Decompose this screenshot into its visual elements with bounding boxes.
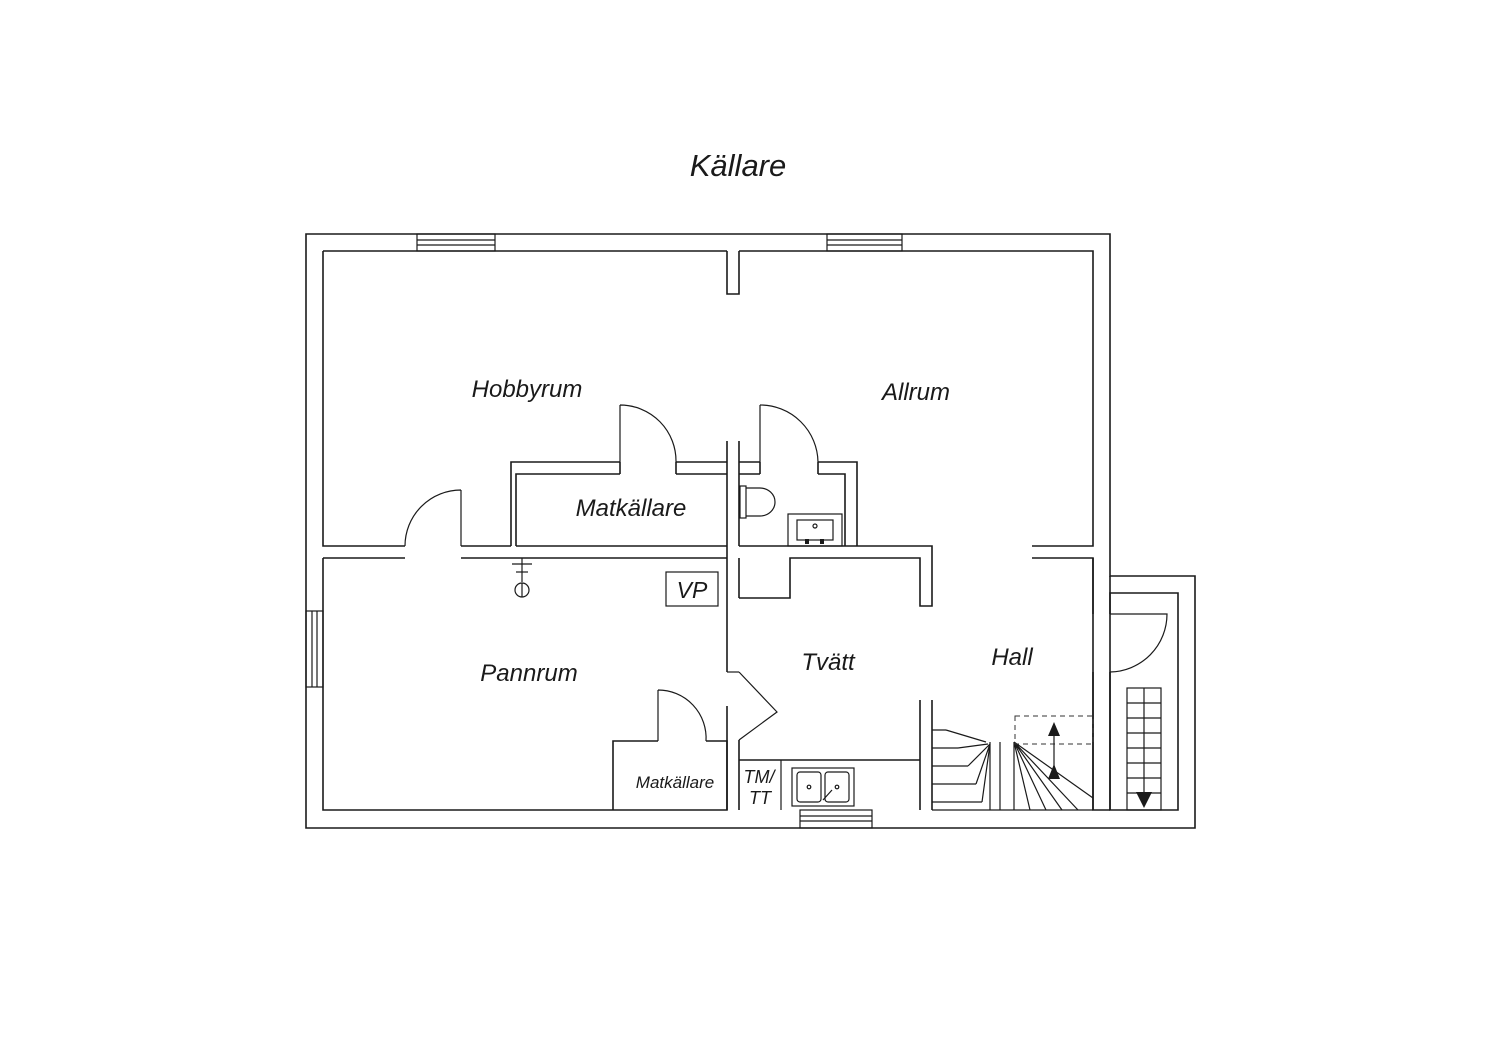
room-label-matkallare-upper: Matkällare (576, 495, 687, 522)
sink-icon (787, 513, 843, 547)
outer-walls (305, 233, 1196, 829)
room-label-hobbyrum: Hobbyrum (472, 376, 583, 403)
label-tm: TM/ (744, 767, 777, 787)
windows (305, 233, 903, 829)
label-tt: TT (749, 788, 773, 808)
fixtures (512, 485, 855, 810)
room-label-tvatt: Tvätt (801, 649, 856, 676)
heat-pump-box (665, 571, 719, 607)
room-label-hall: Hall (991, 644, 1033, 671)
straight-staircase (1126, 687, 1162, 811)
doors (404, 404, 1168, 742)
room-label-allrum: Allrum (880, 379, 950, 406)
drain-icon (512, 558, 532, 598)
toilet-icon (739, 485, 776, 519)
winding-staircase (932, 715, 1094, 811)
interior-walls (323, 251, 1111, 810)
double-sink-icon (791, 767, 855, 807)
label-vp: VP (677, 577, 708, 603)
room-label-matkallare-lower: Matkällare (636, 773, 714, 792)
room-label-pannrum: Pannrum (480, 660, 577, 687)
plan-title: Källare (690, 148, 787, 183)
